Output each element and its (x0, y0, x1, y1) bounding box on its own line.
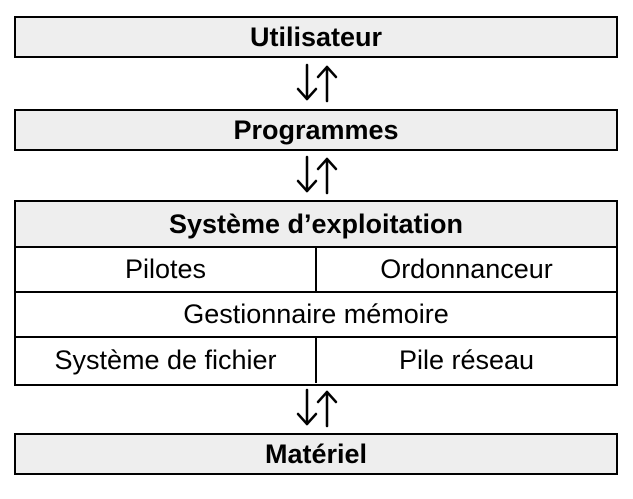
layer-user-label: Utilisateur (249, 21, 383, 52)
layer-programs-label: Programmes (233, 114, 399, 145)
arrow-down-icon (296, 63, 318, 101)
os-row-filesystem-network: Système de fichier Pile réseau (16, 338, 616, 383)
layer-hardware: Matériel (14, 433, 618, 475)
os-title: Système d’exploitation (16, 202, 616, 248)
arrow-down-icon (296, 155, 318, 193)
operating-system-block: Système d’exploitation Pilotes Ordonnanc… (14, 200, 618, 386)
os-component-scheduler: Ordonnanceur (380, 254, 553, 284)
os-component-memory-manager: Gestionnaire mémoire (183, 299, 449, 329)
arrow-down-icon (296, 388, 318, 426)
layer-hardware-label: Matériel (264, 438, 368, 469)
layer-programs: Programmes (14, 109, 618, 151)
os-row-drivers-scheduler: Pilotes Ordonnanceur (16, 248, 616, 293)
os-title-label: Système d’exploitation (168, 208, 464, 239)
bidirectional-arrows-user-programs (290, 60, 342, 106)
bidirectional-arrows-os-hardware (290, 385, 342, 431)
arrow-up-icon (316, 65, 338, 103)
layer-user: Utilisateur (14, 16, 618, 58)
arrow-up-icon (316, 390, 338, 428)
arrow-up-icon (316, 157, 338, 195)
os-component-filesystem: Système de fichier (16, 338, 317, 383)
os-component-network-stack: Pile réseau (398, 345, 535, 375)
bidirectional-arrows-programs-os (290, 152, 342, 198)
os-row-memory-manager: Gestionnaire mémoire (16, 293, 616, 338)
os-component-drivers: Pilotes (16, 248, 317, 291)
